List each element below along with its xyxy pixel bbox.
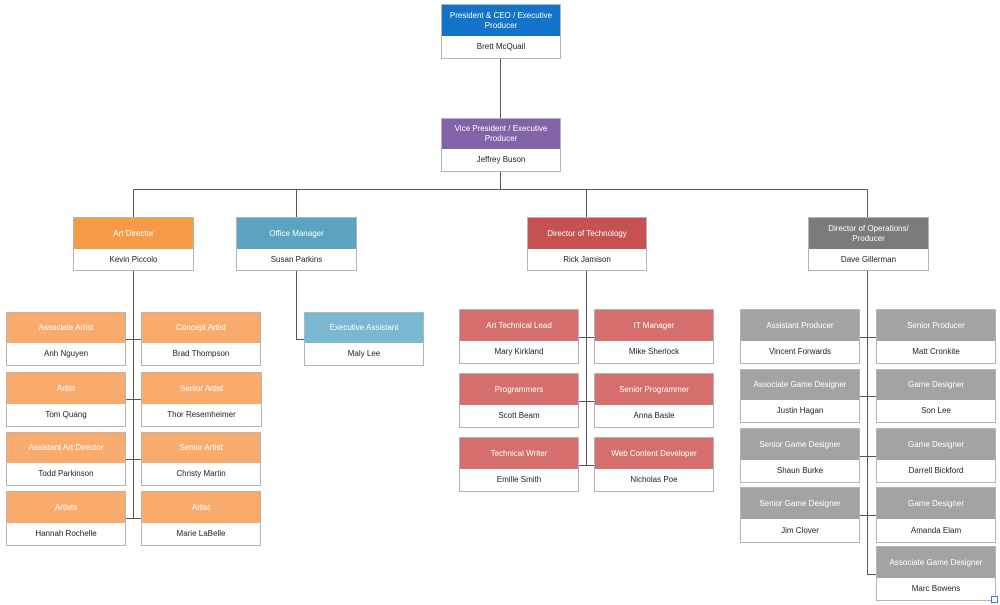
node-vp[interactable]: Vice President / Executive Producer Jeff… bbox=[441, 118, 561, 172]
node-ops-team[interactable]: Associate Game Designer Justin Hagan bbox=[740, 369, 860, 423]
connector-art-rows bbox=[125, 339, 141, 519]
node-name: Brett McQuail bbox=[476, 42, 526, 51]
node-role: Concept Artist bbox=[142, 313, 260, 343]
node-role: IT Manager bbox=[595, 310, 713, 341]
node-tech-team[interactable]: Senior Programmer Anna Basle bbox=[594, 373, 714, 428]
node-ops-team[interactable]: Associate Game Designer Marc Bowens bbox=[876, 546, 996, 601]
node-tech-team[interactable]: IT Manager Mike Sherlock bbox=[594, 309, 714, 364]
node-role: Game Designer bbox=[877, 370, 995, 400]
node-director-technology[interactable]: Director of Technology Rick Jamison bbox=[527, 217, 647, 271]
node-role: Assistant Art Director bbox=[7, 433, 125, 463]
node-ops-team[interactable]: Senior Game Designer Jim Clover bbox=[740, 487, 860, 543]
node-role: Director of Technology bbox=[528, 218, 646, 249]
node-art-team[interactable]: Artist Tom Quang bbox=[6, 372, 126, 427]
node-name: Mike Sherlock bbox=[628, 347, 680, 356]
node-art-team[interactable]: Artists Hannah Rochelle bbox=[6, 491, 126, 546]
node-role: Game Designer bbox=[877, 429, 995, 460]
node-name: Susan Parkins bbox=[270, 254, 323, 264]
node-director-operations[interactable]: Director of Operations/ Producer Dave Gi… bbox=[808, 217, 929, 271]
node-name: Son Lee bbox=[921, 406, 951, 415]
node-role: Senior Game Designer bbox=[741, 488, 859, 519]
node-tech-team[interactable]: Programmers Scott Beam bbox=[459, 373, 579, 428]
node-name: Emille Smith bbox=[496, 475, 542, 484]
node-name: Marc Bowens bbox=[911, 584, 961, 593]
node-art-team[interactable]: Senior Artist Christy Martin bbox=[141, 432, 261, 486]
node-name: Jim Clover bbox=[781, 525, 819, 535]
node-ceo[interactable]: President & CEO / Executive Producer Bre… bbox=[441, 4, 561, 59]
node-name: Thor Resemheimer bbox=[167, 410, 236, 419]
node-name: Nicholas Poe bbox=[630, 475, 678, 484]
node-art-team[interactable]: Assistant Art Director Todd Parkinson bbox=[6, 432, 126, 486]
node-role: Game Designer bbox=[877, 488, 995, 519]
node-name: Darrell Bickford bbox=[908, 466, 964, 475]
node-role: Artist bbox=[7, 373, 125, 404]
node-role: Senior Programmer bbox=[595, 374, 713, 405]
node-name: Hannah Rochelle bbox=[35, 529, 97, 538]
node-role: Senior Game Designer bbox=[741, 429, 859, 460]
node-role: Office Manager bbox=[237, 218, 356, 249]
connector-ops-rows bbox=[859, 337, 876, 516]
node-role: President & CEO / Executive Producer bbox=[442, 5, 560, 36]
node-ops-team[interactable]: Assistant Producer Vincent Forwards bbox=[740, 309, 860, 364]
node-ops-team[interactable]: Game Designer Son Lee bbox=[876, 369, 996, 423]
node-name: Jeffrey Buson bbox=[476, 155, 526, 164]
node-name: Dave Gillerman bbox=[840, 254, 897, 264]
node-tech-team[interactable]: Art Technical Lead Mary Kirkland bbox=[459, 309, 579, 364]
connector-tech-rows bbox=[578, 337, 594, 466]
connector-ops-spine bbox=[867, 271, 876, 575]
node-role: Senior Producer bbox=[877, 310, 995, 341]
node-name: Anna Basle bbox=[633, 411, 675, 420]
node-role: Art Director bbox=[74, 218, 193, 249]
node-role: Executive Assistant bbox=[305, 313, 423, 343]
node-ops-team[interactable]: Senior Producer Matt Cronkite bbox=[876, 309, 996, 364]
node-name: Rick Jamison bbox=[563, 254, 611, 264]
node-name: Matt Cronkite bbox=[912, 347, 960, 356]
connector-office-spine bbox=[296, 271, 304, 340]
node-role: Senior Artist bbox=[142, 373, 261, 404]
node-name: Marie LaBelle bbox=[176, 529, 226, 538]
node-name: Maly Lee bbox=[347, 349, 381, 358]
node-name: Todd Parkinson bbox=[38, 469, 94, 478]
node-role: Artist bbox=[142, 492, 260, 523]
node-art-team[interactable]: Associate Artist Anh Nguyen bbox=[6, 312, 126, 366]
node-art-team[interactable]: Senior Artist Thor Resemheimer bbox=[141, 372, 262, 427]
node-name: Amanda Elam bbox=[910, 525, 962, 535]
node-office-manager[interactable]: Office Manager Susan Parkins bbox=[236, 217, 357, 271]
node-name: Brad Thompson bbox=[172, 349, 230, 358]
node-role: Senior Artist bbox=[142, 433, 260, 463]
node-role: Artists bbox=[7, 492, 125, 523]
node-name: Shaun Burke bbox=[776, 466, 824, 475]
node-role: Vice President / Executive Producer bbox=[442, 119, 560, 149]
node-office-team[interactable]: Executive Assistant Maly Lee bbox=[304, 312, 424, 366]
node-name: Anh Nguyen bbox=[43, 349, 89, 358]
node-role: Associate Artist bbox=[7, 313, 125, 343]
node-role: Web Content Developer bbox=[595, 438, 713, 469]
node-name: Tom Quang bbox=[45, 410, 87, 419]
node-role: Assistant Producer bbox=[741, 310, 859, 341]
node-ops-team[interactable]: Game Designer Darrell Bickford bbox=[876, 428, 996, 483]
node-role: Programmers bbox=[460, 374, 578, 405]
node-name: Christy Martin bbox=[176, 469, 226, 478]
node-name: Scott Beam bbox=[498, 411, 540, 420]
node-tech-team[interactable]: Technical Writer Emille Smith bbox=[459, 437, 579, 492]
node-role: Director of Operations/ Producer bbox=[809, 218, 928, 249]
node-role: Technical Writer bbox=[460, 438, 578, 469]
node-ops-team[interactable]: Senior Game Designer Shaun Burke bbox=[740, 428, 860, 483]
node-name: Mary Kirkland bbox=[494, 347, 544, 356]
node-name: Vincent Forwards bbox=[768, 347, 832, 356]
resize-handle[interactable] bbox=[991, 596, 998, 603]
node-role: Art Technical Lead bbox=[460, 310, 578, 341]
node-name: Justin Hagan bbox=[776, 406, 824, 415]
node-ops-team[interactable]: Game Designer Amanda Elam bbox=[876, 487, 996, 543]
node-art-team[interactable]: Concept Artist Brad Thompson bbox=[141, 312, 261, 366]
node-art-team[interactable]: Artist Marie LaBelle bbox=[141, 491, 261, 546]
node-tech-team[interactable]: Web Content Developer Nicholas Poe bbox=[594, 437, 714, 492]
node-name: Kevin Piccolo bbox=[109, 254, 158, 264]
node-art-director[interactable]: Art Director Kevin Piccolo bbox=[73, 217, 194, 271]
node-role: Associate Game Designer bbox=[877, 547, 995, 578]
node-role: Associate Game Designer bbox=[741, 370, 859, 400]
connector-vp-bus bbox=[133, 172, 868, 190]
